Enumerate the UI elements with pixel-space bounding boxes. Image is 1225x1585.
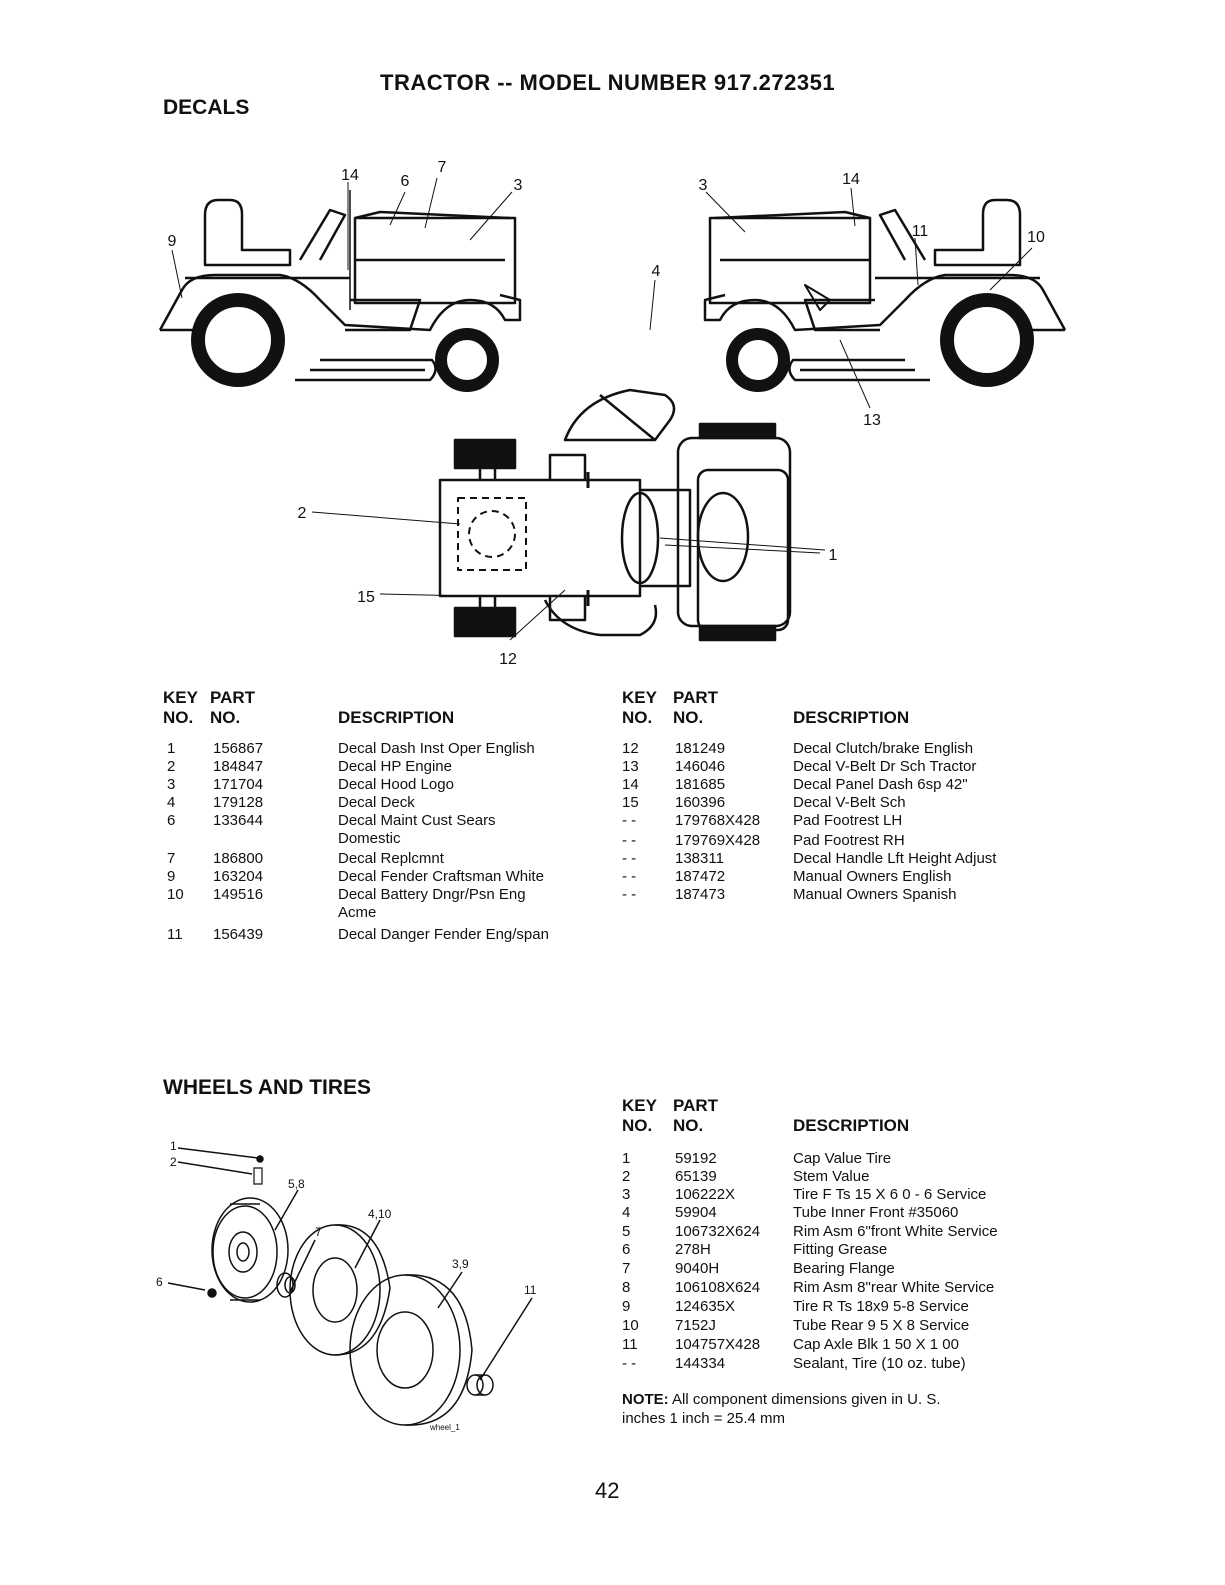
decals-header-part-right: PART [673, 688, 719, 707]
decal-callout: 6 [401, 173, 410, 190]
decal-callout: 14 [842, 171, 860, 188]
wheels-illustration: 1 2 5,8 4,10 7 3,9 11 6 wheel_1 [156, 1140, 537, 1432]
decals-header-no: NO. [163, 708, 194, 727]
decals-header-description: DESCRIPTION [338, 708, 455, 727]
table-row-continuation: Acme [338, 904, 377, 921]
decals-header-part-no-right: NO. [673, 708, 704, 727]
decal-callout: 3 [699, 177, 708, 194]
wheels-header-key: KEY [622, 1096, 657, 1115]
decals-header-key-right: KEY [622, 688, 657, 707]
wheels-header-part: PART [673, 1096, 719, 1115]
decals-section-title: DECALS [163, 96, 250, 119]
figure-id-label: wheel_1 [429, 1423, 460, 1432]
tractor-top-view [438, 388, 792, 642]
decal-callout: 14 [341, 167, 359, 184]
decals-header-description-right: DESCRIPTION [793, 708, 910, 727]
decals-header-key: KEY [163, 688, 198, 707]
wheels-header-part-no: NO. [673, 1116, 704, 1135]
decal-callout: 10 [1027, 229, 1045, 246]
decals-header-no-right: NO. [622, 708, 653, 727]
decal-callout: 15 [357, 589, 375, 606]
wheel-callout: 11 [524, 1283, 537, 1297]
decal-callout: 9 [168, 233, 177, 250]
wheel-callout: 4,10 [368, 1207, 392, 1221]
wheel-callout: 5,8 [288, 1177, 305, 1191]
dimensions-note: NOTE: All component dimensions given in … [622, 1390, 941, 1428]
decals-header-part-no: NO. [210, 708, 241, 727]
decal-callout: 1 [829, 547, 838, 564]
page-number: 42 [595, 1478, 620, 1503]
wheel-callout: 2 [170, 1155, 177, 1169]
wheels-header-no: NO. [622, 1116, 653, 1135]
wheels-section-title: WHEELS AND TIRES [163, 1076, 372, 1099]
decal-callout: 3 [514, 177, 523, 194]
page-title: TRACTOR -- MODEL NUMBER 917.272351 [380, 70, 836, 95]
note-label: NOTE: [622, 1391, 669, 1408]
note-text: All component dimensions given in U. S. [672, 1391, 941, 1408]
decal-callout: 11 [912, 223, 929, 240]
wheel-callout: 7 [315, 1225, 322, 1239]
decals-header-part: PART [210, 688, 256, 707]
decal-callout: 12 [499, 651, 517, 668]
decal-callout: 2 [298, 505, 307, 522]
note-text-line2: inches 1 inch = 25.4 mm [622, 1410, 786, 1427]
wheels-header-description: DESCRIPTION [793, 1116, 910, 1135]
wheel-callout: 3,9 [452, 1257, 469, 1271]
decal-callout: 7 [438, 159, 447, 176]
decal-callout: 4 [652, 263, 661, 280]
tractor-right-view [703, 198, 1067, 392]
table-row-continuation: Domestic [338, 830, 401, 847]
decal-callout: 13 [863, 412, 881, 429]
tractor-left-view [158, 190, 522, 392]
wheel-callout: 1 [170, 1140, 177, 1153]
decals-illustration: 14 6 7 3 9 3 14 11 10 4 13 2 1 15 12 [158, 159, 1067, 668]
wheel-callout: 6 [156, 1275, 163, 1289]
